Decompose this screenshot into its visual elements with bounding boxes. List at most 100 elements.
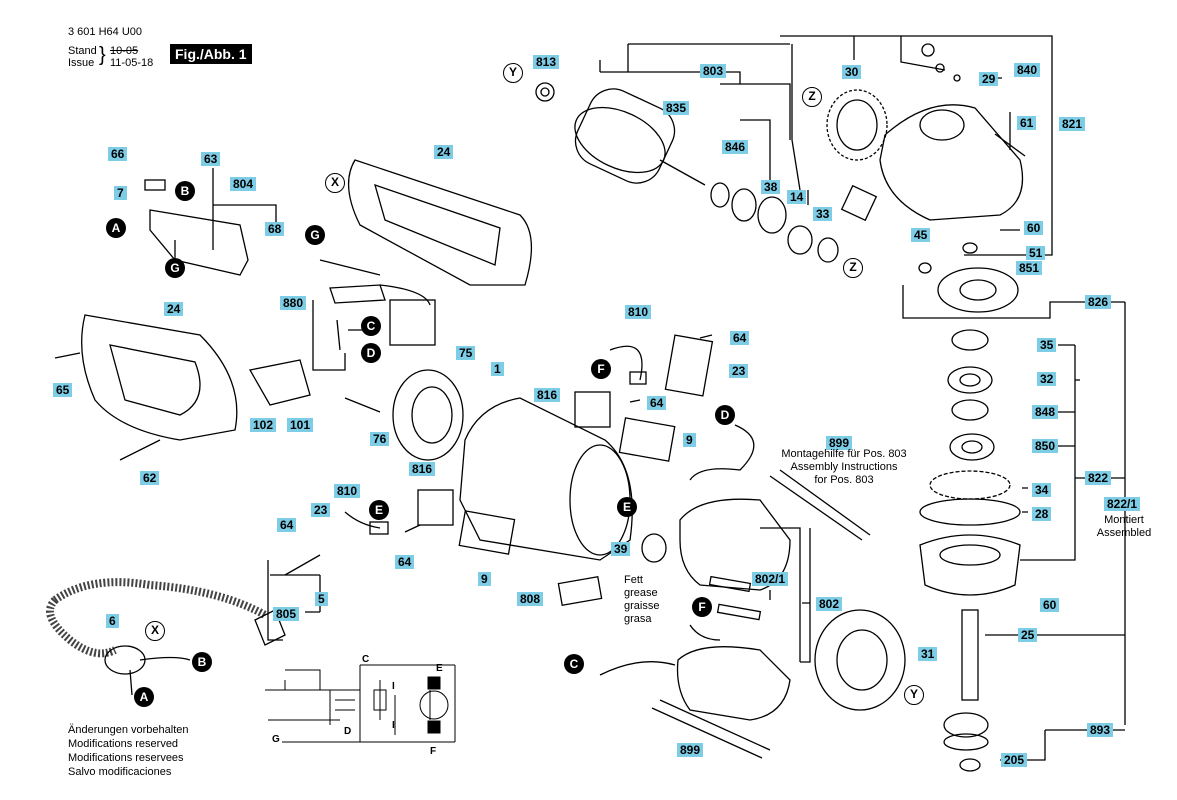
note-de: Änderungen vorbehalten [68, 724, 189, 736]
marker-f-top: F [591, 359, 611, 379]
part-label-23-bottom: 23 [311, 503, 331, 517]
part-label-7: 7 [114, 186, 127, 200]
part-label-33: 33 [813, 207, 833, 221]
part-label-25: 25 [1018, 628, 1038, 642]
marker-a-bottom: A [134, 687, 154, 707]
part-label-32: 32 [1037, 372, 1057, 386]
wiring-label-g: G [272, 734, 280, 745]
marker-y-top: Y [503, 63, 523, 83]
assembly-note-en: Assembly Instructions [790, 461, 898, 473]
assembly-note-for: for Pos. 803 [814, 474, 874, 486]
brace: } [99, 44, 106, 66]
marker-f-bottom: F [692, 597, 712, 617]
marker-e-right: E [617, 497, 637, 517]
issue-date: 11-05-18 [110, 57, 154, 69]
part-label-813: 813 [533, 55, 560, 69]
part-label-65: 65 [53, 383, 73, 397]
part-label-24-left: 24 [164, 302, 184, 316]
marker-x-top: X [325, 173, 345, 193]
marker-z-bottom: Z [843, 258, 863, 278]
marker-e-left: E [369, 500, 389, 520]
assembled-note: Montiert Assembled [1094, 514, 1154, 540]
part-label-31: 31 [918, 647, 938, 661]
part-label-9-top: 9 [683, 433, 696, 447]
part-label-804: 804 [230, 177, 257, 191]
part-label-822: 822 [1085, 471, 1112, 485]
part-label-102: 102 [250, 418, 277, 432]
part-label-808: 808 [517, 592, 544, 606]
marker-x-bottom: X [145, 621, 165, 641]
marker-b-bottom: B [192, 652, 212, 672]
marker-d-right: D [715, 405, 735, 425]
part-label-9-bottom: 9 [478, 572, 491, 586]
part-label-14: 14 [787, 190, 807, 204]
part-label-822-1: 822/1 [1104, 497, 1141, 511]
part-label-802: 802 [816, 597, 843, 611]
grease-note: Fett grease graisse grasa [624, 574, 666, 626]
marker-b-top: B [175, 181, 195, 201]
marker-y-bottom: Y [904, 685, 924, 705]
part-label-51: 51 [1026, 246, 1046, 260]
part-label-1: 1 [491, 362, 504, 376]
part-label-29: 29 [979, 72, 999, 86]
part-label-24-top: 24 [434, 145, 454, 159]
marker-g-top: G [305, 225, 325, 245]
part-label-826: 826 [1085, 295, 1112, 309]
wiring-label-i-top: I [392, 681, 395, 692]
assembly-note-de: Montagehilfe für Pos. 803 [781, 448, 907, 460]
part-label-61: 61 [1017, 116, 1037, 130]
marker-d-top: D [361, 343, 381, 363]
issue-label: Issue [68, 57, 95, 69]
part-label-893: 893 [1087, 723, 1114, 737]
part-label-60-top: 60 [1024, 221, 1044, 235]
part-label-35: 35 [1037, 338, 1057, 352]
part-label-76: 76 [370, 432, 390, 446]
part-label-28: 28 [1032, 507, 1052, 521]
part-label-64-left: 64 [277, 518, 297, 532]
part-label-64-mid: 64 [647, 396, 667, 410]
part-label-64-top: 64 [730, 331, 750, 345]
wiring-label-i-bottom: I [392, 720, 395, 731]
grease-fr: graisse [624, 600, 660, 612]
part-label-899-bottom: 899 [677, 743, 704, 757]
part-label-805: 805 [273, 607, 300, 621]
part-label-60-right: 60 [1040, 598, 1060, 612]
figure-label: Fig./Abb. 1 [170, 44, 252, 64]
assembled-de: Montiert [1104, 514, 1144, 526]
part-label-66: 66 [108, 147, 128, 161]
assembled-en: Assembled [1096, 527, 1152, 539]
part-label-821: 821 [1059, 117, 1086, 131]
part-label-64-bottom: 64 [395, 555, 415, 569]
part-label-810-top: 810 [625, 305, 652, 319]
grease-de: Fett [624, 574, 643, 586]
part-label-851: 851 [1016, 261, 1043, 275]
part-label-34: 34 [1032, 483, 1052, 497]
wiring-label-f: F [430, 746, 437, 757]
part-label-816-bottom: 816 [409, 462, 436, 476]
assembly-note: Montagehilfe für Pos. 803 Assembly Instr… [770, 448, 918, 487]
part-label-63: 63 [201, 152, 221, 166]
modifications-note: Änderungen vorbehalten Modifications res… [68, 723, 188, 779]
marker-a-top: A [106, 218, 126, 238]
part-label-205: 205 [1001, 753, 1028, 767]
note-fr: Modifications reservees [68, 752, 184, 764]
part-label-62: 62 [140, 471, 160, 485]
part-label-5: 5 [315, 592, 328, 606]
note-es: Salvo modificaciones [68, 766, 172, 778]
part-label-846: 846 [722, 140, 749, 154]
part-label-39: 39 [611, 542, 631, 556]
wiring-label-c: C [362, 654, 370, 665]
part-label-101: 101 [287, 418, 314, 432]
part-label-803: 803 [700, 64, 727, 78]
stand-old-date: 10-05 [110, 45, 139, 57]
grease-en: grease [624, 587, 658, 599]
part-label-816-top: 816 [534, 388, 561, 402]
part-label-810-bottom: 810 [334, 484, 361, 498]
wiring-label-e: E [436, 663, 443, 674]
note-en: Modifications reserved [68, 738, 179, 750]
part-label-45: 45 [911, 228, 931, 242]
part-label-848: 848 [1032, 405, 1059, 419]
part-label-68: 68 [265, 222, 285, 236]
